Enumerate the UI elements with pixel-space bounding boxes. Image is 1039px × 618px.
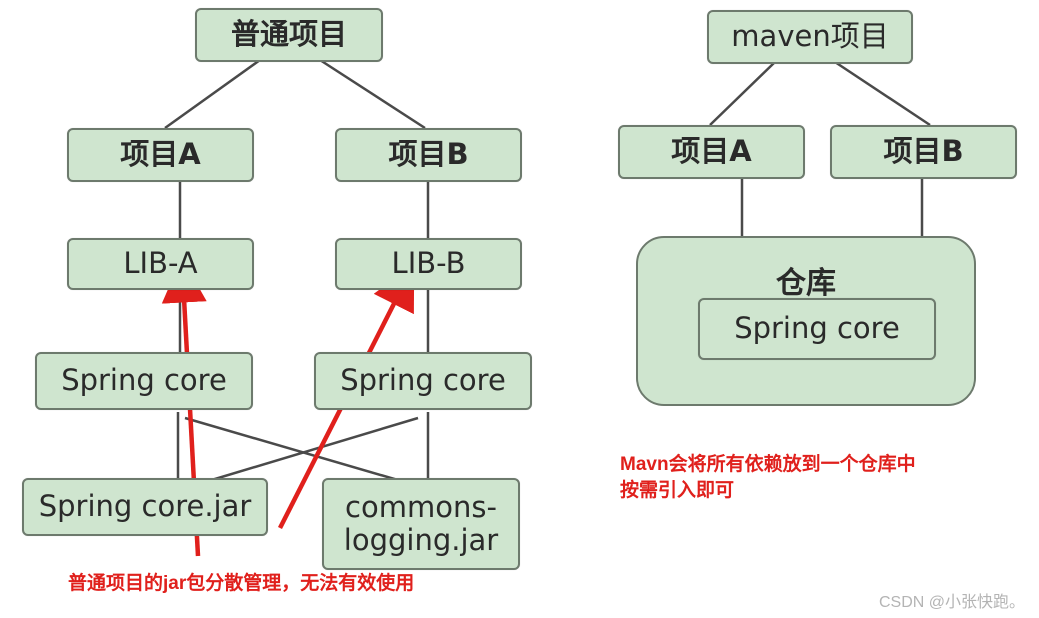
right-project-a-label: 项目A xyxy=(671,134,752,169)
normal-project-annotation-text: 普通项目的jar包分散管理，无法有效使用 xyxy=(68,573,415,594)
repo-spring-core-label: Spring core xyxy=(734,311,900,346)
right-project-b-label: 项目B xyxy=(883,134,964,169)
edge-cross-b-to-jar xyxy=(194,416,419,487)
repo-spring-core-node: Spring core xyxy=(698,298,936,360)
spring-core-b-label: Spring core xyxy=(340,363,506,398)
left-project-b-node: 项目B xyxy=(335,128,522,182)
lib-b-node: LIB-B xyxy=(335,238,522,290)
maven-project-root-label: maven项目 xyxy=(731,19,889,54)
normal-project-root: 普通项目 xyxy=(195,8,383,62)
edge-root-to-project-a xyxy=(164,58,261,130)
spring-core-jar-label: Spring core.jar xyxy=(38,489,252,524)
repository-title: 仓库 xyxy=(776,266,836,301)
maven-annotation-line2: 按需引入即可 xyxy=(620,479,735,501)
maven-project-root: maven项目 xyxy=(707,10,913,64)
edge-maven-root-to-project-a xyxy=(709,61,776,126)
left-project-a-node: 项目A xyxy=(67,128,254,182)
edge-root-to-project-b xyxy=(319,58,426,130)
commons-logging-jar-label-line2: logging.jar xyxy=(343,523,499,557)
commons-logging-jar-node: commons- logging.jar xyxy=(322,478,520,570)
csdn-watermark: CSDN @小张快跑。 xyxy=(878,594,1025,611)
edge-maven-root-to-project-b xyxy=(834,60,931,127)
right-project-b-node: 项目B xyxy=(830,125,1017,179)
spring-core-b-node: Spring core xyxy=(314,352,532,410)
commons-logging-jar-label-line1: commons- xyxy=(345,489,497,524)
lib-b-label: LIB-B xyxy=(391,246,466,281)
spring-core-jar-node: Spring core.jar xyxy=(22,478,268,536)
spring-core-a-node: Spring core xyxy=(35,352,253,410)
normal-project-root-label: 普通项目 xyxy=(230,17,347,52)
right-project-a-node: 项目A xyxy=(618,125,805,179)
left-project-a-label: 项目A xyxy=(120,137,201,172)
maven-annotation: Mavn会将所有依赖放到一个仓库中 按需引入即可 xyxy=(620,452,916,503)
maven-repository-box: 仓库 Spring core xyxy=(636,236,976,406)
normal-project-annotation: 普通项目的jar包分散管理，无法有效使用 xyxy=(68,571,414,597)
left-project-b-label: 项目B xyxy=(388,137,469,172)
edge-cross-a-to-commons xyxy=(184,416,416,487)
lib-a-node: LIB-A xyxy=(67,238,254,290)
spring-core-a-label: Spring core xyxy=(61,363,227,398)
maven-annotation-line1: Mavn会将所有依赖放到一个仓库中 xyxy=(620,454,916,475)
lib-a-label: LIB-A xyxy=(123,246,198,281)
